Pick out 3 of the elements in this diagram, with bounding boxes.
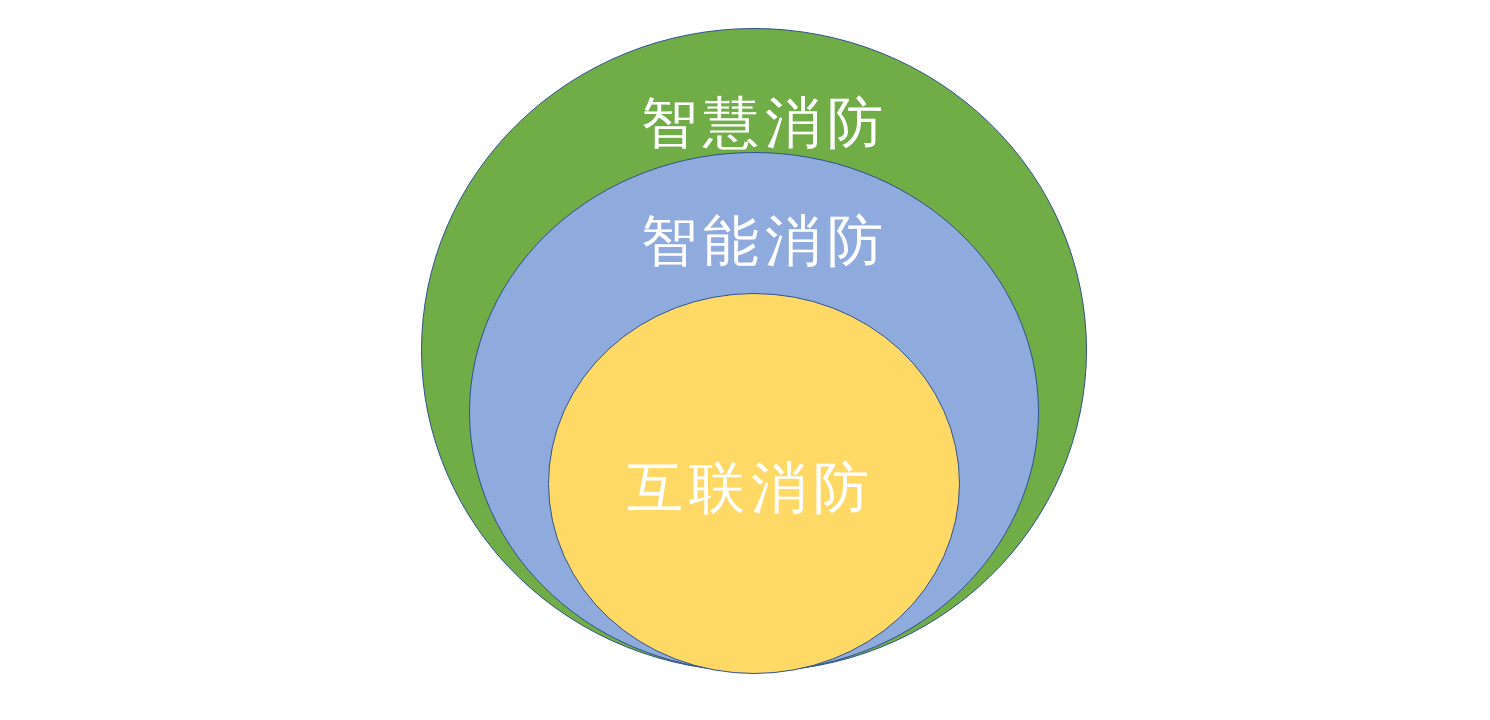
category-label: 互联消防 [627, 454, 875, 522]
category-label: 智能消防 [641, 207, 889, 275]
category-label: 智慧消防 [641, 89, 889, 157]
